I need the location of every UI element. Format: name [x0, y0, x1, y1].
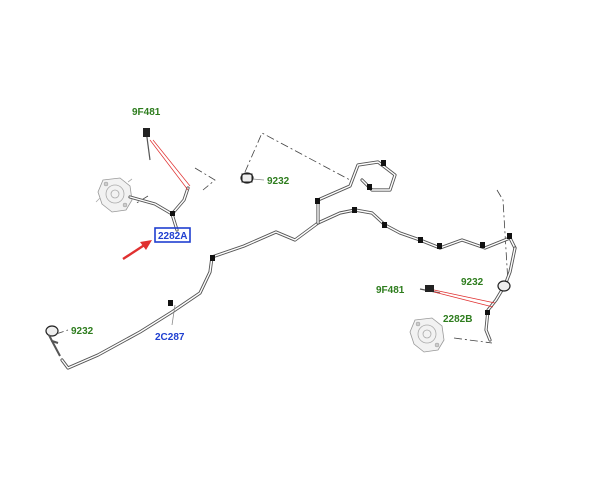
- hose-left: [128, 186, 190, 232]
- pipe-connector-icon: [497, 280, 511, 292]
- sensor-top: [143, 128, 191, 191]
- callout-connector-left: 9232: [71, 326, 94, 337]
- pipe-connector-icon: [240, 172, 254, 184]
- callout-pipe-main: 2C287: [155, 332, 185, 343]
- callout-hose-left: 2282A: [158, 231, 187, 242]
- callout-sensor-right: 9F481: [376, 285, 405, 296]
- brake-pipe-main: [60, 160, 517, 370]
- highlight-box: [154, 227, 191, 243]
- hose-right: [484, 283, 507, 342]
- pipe-connector-icon: [45, 325, 59, 344]
- sensor-right: [419, 285, 496, 308]
- brake-caliper-icon: [95, 177, 133, 213]
- callout-sensor-top: 9F481: [132, 107, 161, 118]
- red-arrow-icon: [122, 240, 152, 261]
- callout-hose-right: 2282B: [443, 314, 472, 325]
- reference-lines: [134, 132, 509, 344]
- brake-caliper-icon: [409, 317, 445, 353]
- callout-connector-top: 9232: [267, 176, 290, 187]
- callout-connector-right: 9232: [461, 277, 484, 288]
